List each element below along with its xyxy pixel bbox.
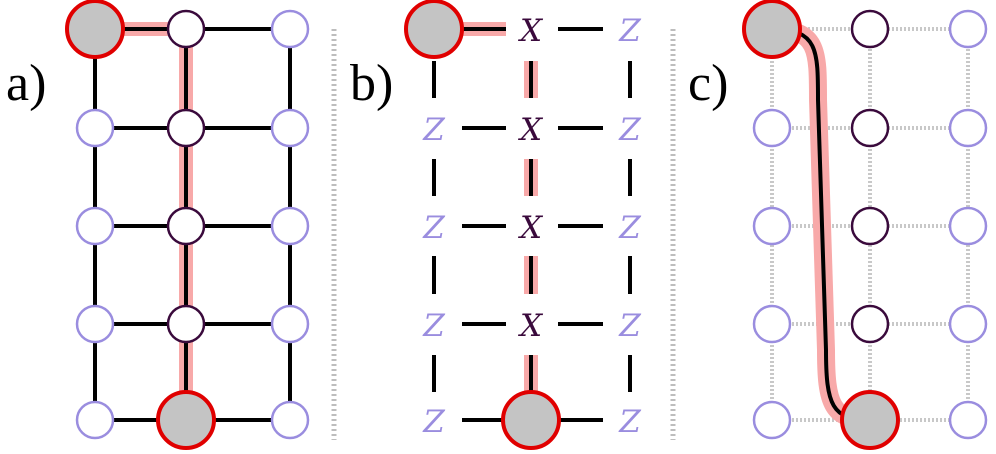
z-operator: Z	[618, 210, 641, 246]
panel-a-label: a)	[6, 55, 46, 112]
qubit	[75, 206, 115, 246]
qubit	[75, 108, 115, 148]
qubit	[270, 108, 310, 148]
panel-a: a)	[6, 0, 310, 450]
x-operator: X	[518, 308, 544, 344]
panel-c: c)	[688, 0, 988, 450]
qubit	[166, 108, 206, 148]
panel-c-label: c)	[688, 55, 728, 112]
qubit	[948, 304, 988, 344]
qubit	[948, 206, 988, 246]
z-operator: Z	[422, 308, 445, 344]
qubit	[948, 9, 988, 49]
z-operator: Z	[422, 404, 445, 440]
endpoint-qubit	[156, 390, 216, 450]
qubit	[270, 304, 310, 344]
qubit	[752, 400, 792, 440]
panel-c-qubits	[742, 0, 988, 450]
qubit	[850, 108, 890, 148]
endpoint-qubit	[501, 390, 561, 450]
z-operator: Z	[618, 404, 641, 440]
qubit	[270, 206, 310, 246]
qubit	[948, 108, 988, 148]
qubit	[270, 9, 310, 49]
qubit	[752, 304, 792, 344]
x-operator: X	[518, 13, 544, 49]
endpoint-qubit	[840, 390, 900, 450]
qubit	[948, 400, 988, 440]
qubit	[75, 304, 115, 344]
z-operator: Z	[422, 112, 445, 148]
qubit	[850, 304, 890, 344]
endpoint-qubit	[404, 0, 464, 59]
qubit	[850, 206, 890, 246]
z-operator: Z	[618, 308, 641, 344]
panel-a-qubits	[65, 0, 310, 450]
panel-b-operators: X Z Z X Z Z X Z Z X Z Z Z	[422, 13, 641, 440]
qubit	[166, 304, 206, 344]
qubit	[752, 206, 792, 246]
z-operator: Z	[618, 13, 641, 49]
panel-b-highlight	[434, 22, 538, 392]
x-operator: X	[518, 210, 544, 246]
qubit	[166, 206, 206, 246]
panel-b-label: b)	[350, 55, 393, 112]
x-operator: X	[518, 112, 544, 148]
endpoint-qubit	[742, 0, 802, 59]
qubit	[850, 9, 890, 49]
qubit	[75, 400, 115, 440]
z-operator: Z	[422, 210, 445, 246]
endpoint-qubit	[65, 0, 125, 59]
panel-b-lattice	[432, 27, 632, 422]
z-operator: Z	[618, 112, 641, 148]
qubit	[752, 108, 792, 148]
qubit	[270, 400, 310, 440]
panel-b: b)	[350, 0, 641, 450]
qubit	[166, 9, 206, 49]
